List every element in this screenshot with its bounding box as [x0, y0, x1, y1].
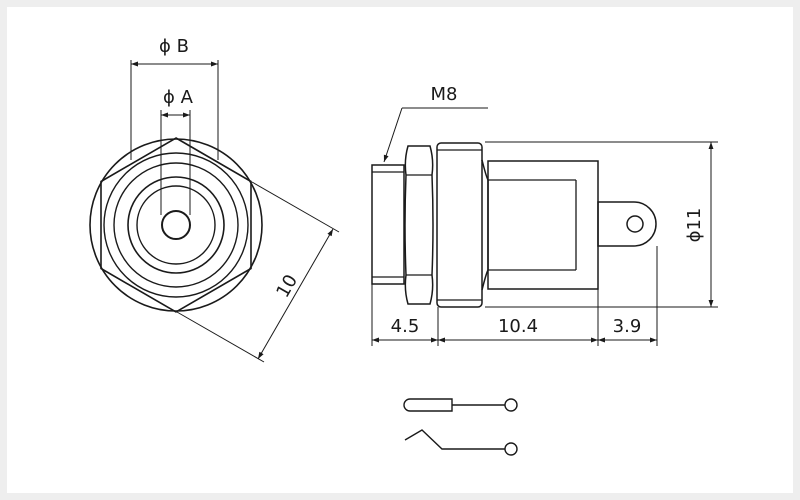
dim-4-5-label: 4.5 [391, 316, 420, 337]
tip-terminal [504, 442, 518, 456]
dim-3-9-label: 3.9 [613, 316, 642, 337]
drawing-sheet [7, 7, 793, 493]
dim-10-label: 10 [272, 271, 302, 301]
hex-nut-side [404, 145, 434, 305]
m8-label: M8 [431, 84, 458, 105]
tip-contact [404, 429, 505, 450]
sleeve-contact [403, 398, 453, 412]
hex-nut [100, 137, 252, 313]
front-view: ϕ B ϕ A 10 [89, 36, 340, 363]
body-neck [481, 159, 489, 291]
flange-circle [89, 138, 263, 312]
dim-10-extension-bottom [176, 311, 265, 363]
dim-10-4-label: 10.4 [498, 316, 538, 337]
phi-b-label: ϕ B [159, 36, 189, 57]
m8-leader-arrow [383, 107, 403, 163]
sleeve-terminal [504, 398, 518, 412]
inner-circle-1 [103, 152, 249, 298]
dim-10-extension-top [251, 181, 340, 233]
phi-11-label: ϕ11 [684, 208, 705, 243]
inner-circle-3 [127, 176, 225, 274]
terminal-hole [626, 215, 644, 233]
center-pin [161, 210, 191, 240]
inner-circle-2 [113, 162, 239, 288]
dim-10-line [257, 228, 334, 360]
phi-a-label: ϕ A [163, 87, 194, 108]
jack-schematic-symbol [403, 398, 518, 456]
inner-circle-4 [136, 185, 216, 265]
flange-side [436, 142, 483, 308]
thread-bushing [371, 164, 405, 285]
side-view: M8 ϕ11 4.5 10.4 3.9 [371, 84, 718, 346]
solder-terminal [597, 201, 657, 247]
